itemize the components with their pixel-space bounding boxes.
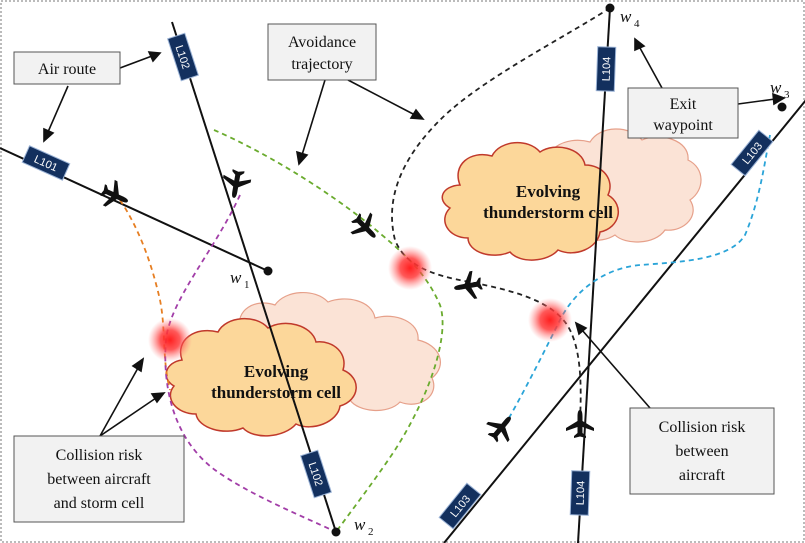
svg-text:w: w [230,268,242,287]
upper-storm-cell [441,141,619,261]
upper-storm-label-2: thunderstorm cell [483,203,613,222]
waypoint-w3 [777,102,787,112]
route-l104 [577,7,611,543]
svg-text:2: 2 [368,526,374,538]
callout-risk-storm: Collision risk between aircraft and stor… [13,435,185,523]
route-tag-l102-bottom: L102 [300,449,332,499]
lower-storm-label-1: Evolving [244,362,309,381]
callout-arrows [43,37,786,437]
aircraft-icon [345,207,386,248]
aircraft-icon [566,410,594,438]
svg-text:between aircraft: between aircraft [47,471,151,488]
callout-risk-aircraft: Collision risk between aircraft [629,407,775,495]
svg-text:Air route: Air route [38,61,96,78]
callout-exit-waypoint: Exit waypoint [627,87,739,139]
waypoint-w2 [331,527,341,537]
svg-text:L104: L104 [575,481,588,506]
svg-text:L104: L104 [601,57,614,82]
svg-text:and storm cell: and storm cell [54,495,145,512]
risk-zone-storm [148,318,192,362]
svg-text:waypoint: waypoint [653,117,713,134]
blue-trajectory [504,134,771,426]
svg-text:3: 3 [784,89,790,101]
svg-text:w: w [354,515,366,534]
route-tag-l104-bottom: L104 [569,470,591,516]
svg-text:Exit: Exit [670,96,697,113]
svg-text:Collision risk: Collision risk [56,447,143,464]
lower-storm-label-2: thunderstorm cell [211,383,341,402]
purple-trajectory [164,194,337,533]
aircraft-icon [481,408,522,448]
waypoint-w1 [263,266,273,276]
aircraft-icon [96,176,134,215]
waypoint-w4 [605,3,615,13]
route-tag-l102-top: L102 [167,32,199,82]
waypoint-label-w3: w 3 [770,78,790,101]
route-tag-l104-top: L104 [595,46,617,92]
svg-text:trajectory: trajectory [291,56,352,73]
orange-trajectory [119,199,171,391]
svg-text:w: w [770,78,782,97]
lower-storm-cell [165,317,357,437]
route-tag-l101: L101 [21,145,71,181]
svg-text:4: 4 [634,18,640,30]
svg-text:w: w [620,7,632,26]
risk-zone-aircraft [528,298,572,342]
upper-storm-label-1: Evolving [516,182,581,201]
svg-text:1: 1 [244,279,250,291]
svg-text:aircraft: aircraft [679,467,726,484]
green-trajectory [213,129,444,533]
callout-air-route: Air route [13,51,121,85]
risk-zone-center [388,246,432,290]
svg-text:Collision risk: Collision risk [659,419,746,436]
callout-avoidance-trajectory: Avoidance trajectory [267,23,377,81]
waypoint-label-w1: w 1 [230,268,250,291]
route-l102 [171,21,337,533]
aircraft-icon [451,269,485,303]
svg-text:Avoidance: Avoidance [288,34,356,51]
svg-text:between: between [675,443,728,460]
waypoint-label-w2: w 2 [354,515,374,538]
waypoint-label-w4: w 4 [620,7,640,30]
